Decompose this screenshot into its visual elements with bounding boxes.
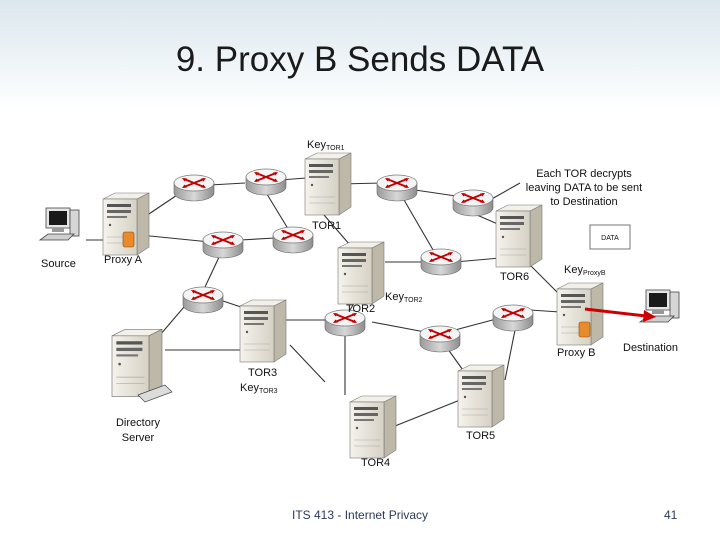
directory-label-line1: Directory: [116, 417, 161, 429]
router-icon: [245, 168, 287, 196]
footer-course: ITS 413 - Internet Privacy: [292, 508, 429, 522]
destination-label: Destination: [623, 342, 678, 354]
router-icon: [202, 231, 244, 259]
router-icon: [452, 189, 494, 217]
data-arrow: [584, 307, 656, 322]
key-tor1-label: KeyTOR1: [307, 139, 345, 152]
router-icon: [492, 304, 534, 332]
data-packet-label: DATA: [601, 235, 619, 242]
slide-title: 9. Proxy B Sends DATA: [175, 40, 545, 79]
keyboard-icon: [137, 384, 173, 403]
tor2-label: TOR2: [346, 303, 375, 315]
server-icon-tor6: [495, 204, 543, 268]
note-line2: leaving DATA to be sent: [526, 182, 642, 194]
key-lock-icon: [122, 231, 135, 248]
slide-number: 41: [664, 508, 678, 522]
proxy-a-label: Proxy A: [104, 254, 143, 266]
key-tor2-label: KeyTOR2: [385, 291, 423, 304]
source-computer-icon: [39, 207, 80, 241]
data-packet-box: [589, 224, 631, 250]
server-icon-tor3: [239, 299, 287, 363]
key-proxyb-label: KeyProxyB: [564, 264, 606, 277]
key-lock-icon: [578, 321, 591, 338]
server-icon-directory: [111, 328, 163, 398]
tor4-label: TOR4: [361, 457, 390, 469]
router-icon: [419, 325, 461, 353]
router-icon: [182, 286, 224, 314]
server-icon-tor1: [304, 152, 352, 216]
note-line1: Each TOR decrypts: [536, 168, 632, 180]
server-icon-tor4: [349, 395, 397, 459]
server-icon-tor5: [457, 364, 505, 428]
tor3-label: TOR3: [248, 367, 277, 379]
router-icon: [272, 226, 314, 254]
router-icon: [173, 174, 215, 202]
tor6-label: TOR6: [500, 271, 529, 283]
tor1-label: TOR1: [312, 220, 341, 232]
note-line3: to Destination: [550, 196, 617, 208]
router-icon: [420, 248, 462, 276]
key-tor3-label: KeyTOR3: [240, 382, 278, 395]
server-icon-tor2: [337, 241, 385, 305]
router-icon: [376, 174, 418, 202]
source-label: Source: [41, 258, 76, 270]
tor5-label: TOR5: [466, 430, 495, 442]
directory-label-line2: Server: [122, 432, 155, 444]
proxy-b-label: Proxy B: [557, 347, 596, 359]
